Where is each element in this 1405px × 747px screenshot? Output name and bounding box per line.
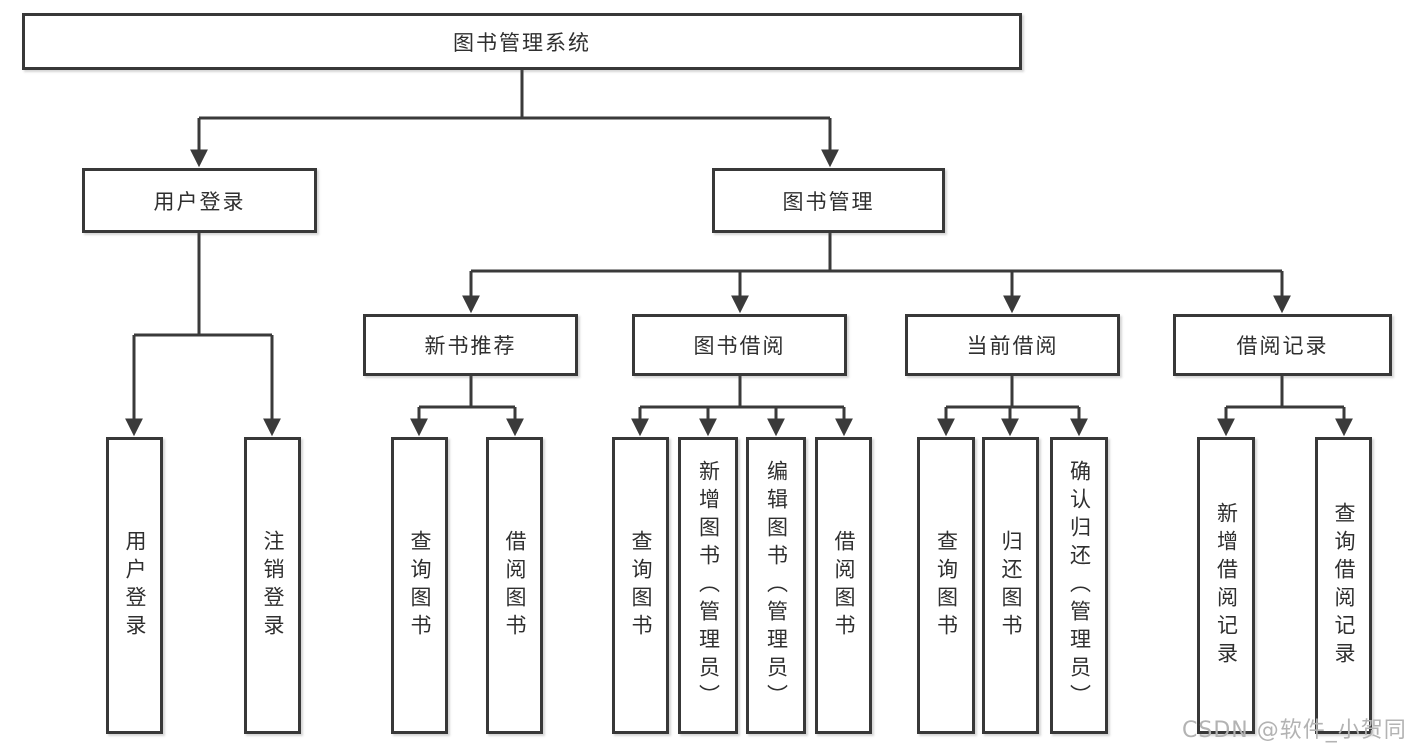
leaf-logout-label: 注销登录 xyxy=(261,529,285,642)
leaf-rec-add-record-label: 新增借阅记录 xyxy=(1214,501,1239,670)
leaf-cur-confirm-return-admin: 确认归还（管理员） xyxy=(1050,437,1108,734)
leaf-cur-confirm-return-admin-label: 确认归还（管理员） xyxy=(1067,459,1092,712)
node-book-borrow-label: 图书借阅 xyxy=(693,334,786,358)
leaf-logout: 注销登录 xyxy=(244,437,301,734)
node-root-label: 图书管理系统 xyxy=(453,30,591,55)
leaf-cur-query-books: 查询图书 xyxy=(917,437,975,734)
leaf-rec-query-record-label: 查询借阅记录 xyxy=(1332,501,1356,670)
leaf-bw-add-books-admin: 新增图书（管理员） xyxy=(678,437,738,734)
leaf-user-login-label: 用户登录 xyxy=(123,529,147,642)
node-root: 图书管理系统 xyxy=(22,13,1022,70)
leaf-bw-borrow-books-label: 借阅图书 xyxy=(832,529,856,642)
leaf-rec-add-record: 新增借阅记录 xyxy=(1197,437,1255,734)
csdn-watermark: CSDN @软件_小贺同学 xyxy=(1182,718,1405,743)
leaf-bw-add-books-admin-label: 新增图书（管理员） xyxy=(696,459,721,712)
node-new-book-recommend-label: 新书推荐 xyxy=(424,334,517,358)
node-new-book-recommend: 新书推荐 xyxy=(363,314,578,376)
node-user-login: 用户登录 xyxy=(82,168,317,233)
leaf-bw-query-books-label: 查询图书 xyxy=(629,529,653,642)
leaf-rec-query-record: 查询借阅记录 xyxy=(1315,437,1372,734)
leaf-nb-borrow-books-label: 借阅图书 xyxy=(503,529,527,642)
leaf-cur-query-books-label: 查询图书 xyxy=(934,529,959,642)
leaf-cur-return-books-label: 归还图书 xyxy=(999,529,1023,642)
leaf-cur-return-books: 归还图书 xyxy=(982,437,1039,734)
leaf-bw-edit-books-admin: 编辑图书（管理员） xyxy=(746,437,806,734)
node-current-borrow-label: 当前借阅 xyxy=(966,334,1059,358)
node-book-management: 图书管理 xyxy=(712,168,945,233)
node-borrow-records: 借阅记录 xyxy=(1173,314,1392,376)
node-book-management-label: 图书管理 xyxy=(782,189,875,214)
leaf-nb-query-books: 查询图书 xyxy=(391,437,448,734)
leaf-user-login: 用户登录 xyxy=(106,437,163,734)
tree-branches xyxy=(125,70,1353,437)
node-current-borrow: 当前借阅 xyxy=(905,314,1120,376)
leaf-nb-borrow-books: 借阅图书 xyxy=(486,437,543,734)
leaf-bw-query-books: 查询图书 xyxy=(612,437,669,734)
node-book-borrow: 图书借阅 xyxy=(632,314,847,376)
node-user-login-label: 用户登录 xyxy=(153,189,246,214)
leaf-bw-borrow-books: 借阅图书 xyxy=(815,437,872,734)
leaf-nb-query-books-label: 查询图书 xyxy=(408,529,432,642)
node-borrow-records-label: 借阅记录 xyxy=(1236,334,1329,358)
leaf-bw-edit-books-admin-label: 编辑图书（管理员） xyxy=(764,459,789,712)
